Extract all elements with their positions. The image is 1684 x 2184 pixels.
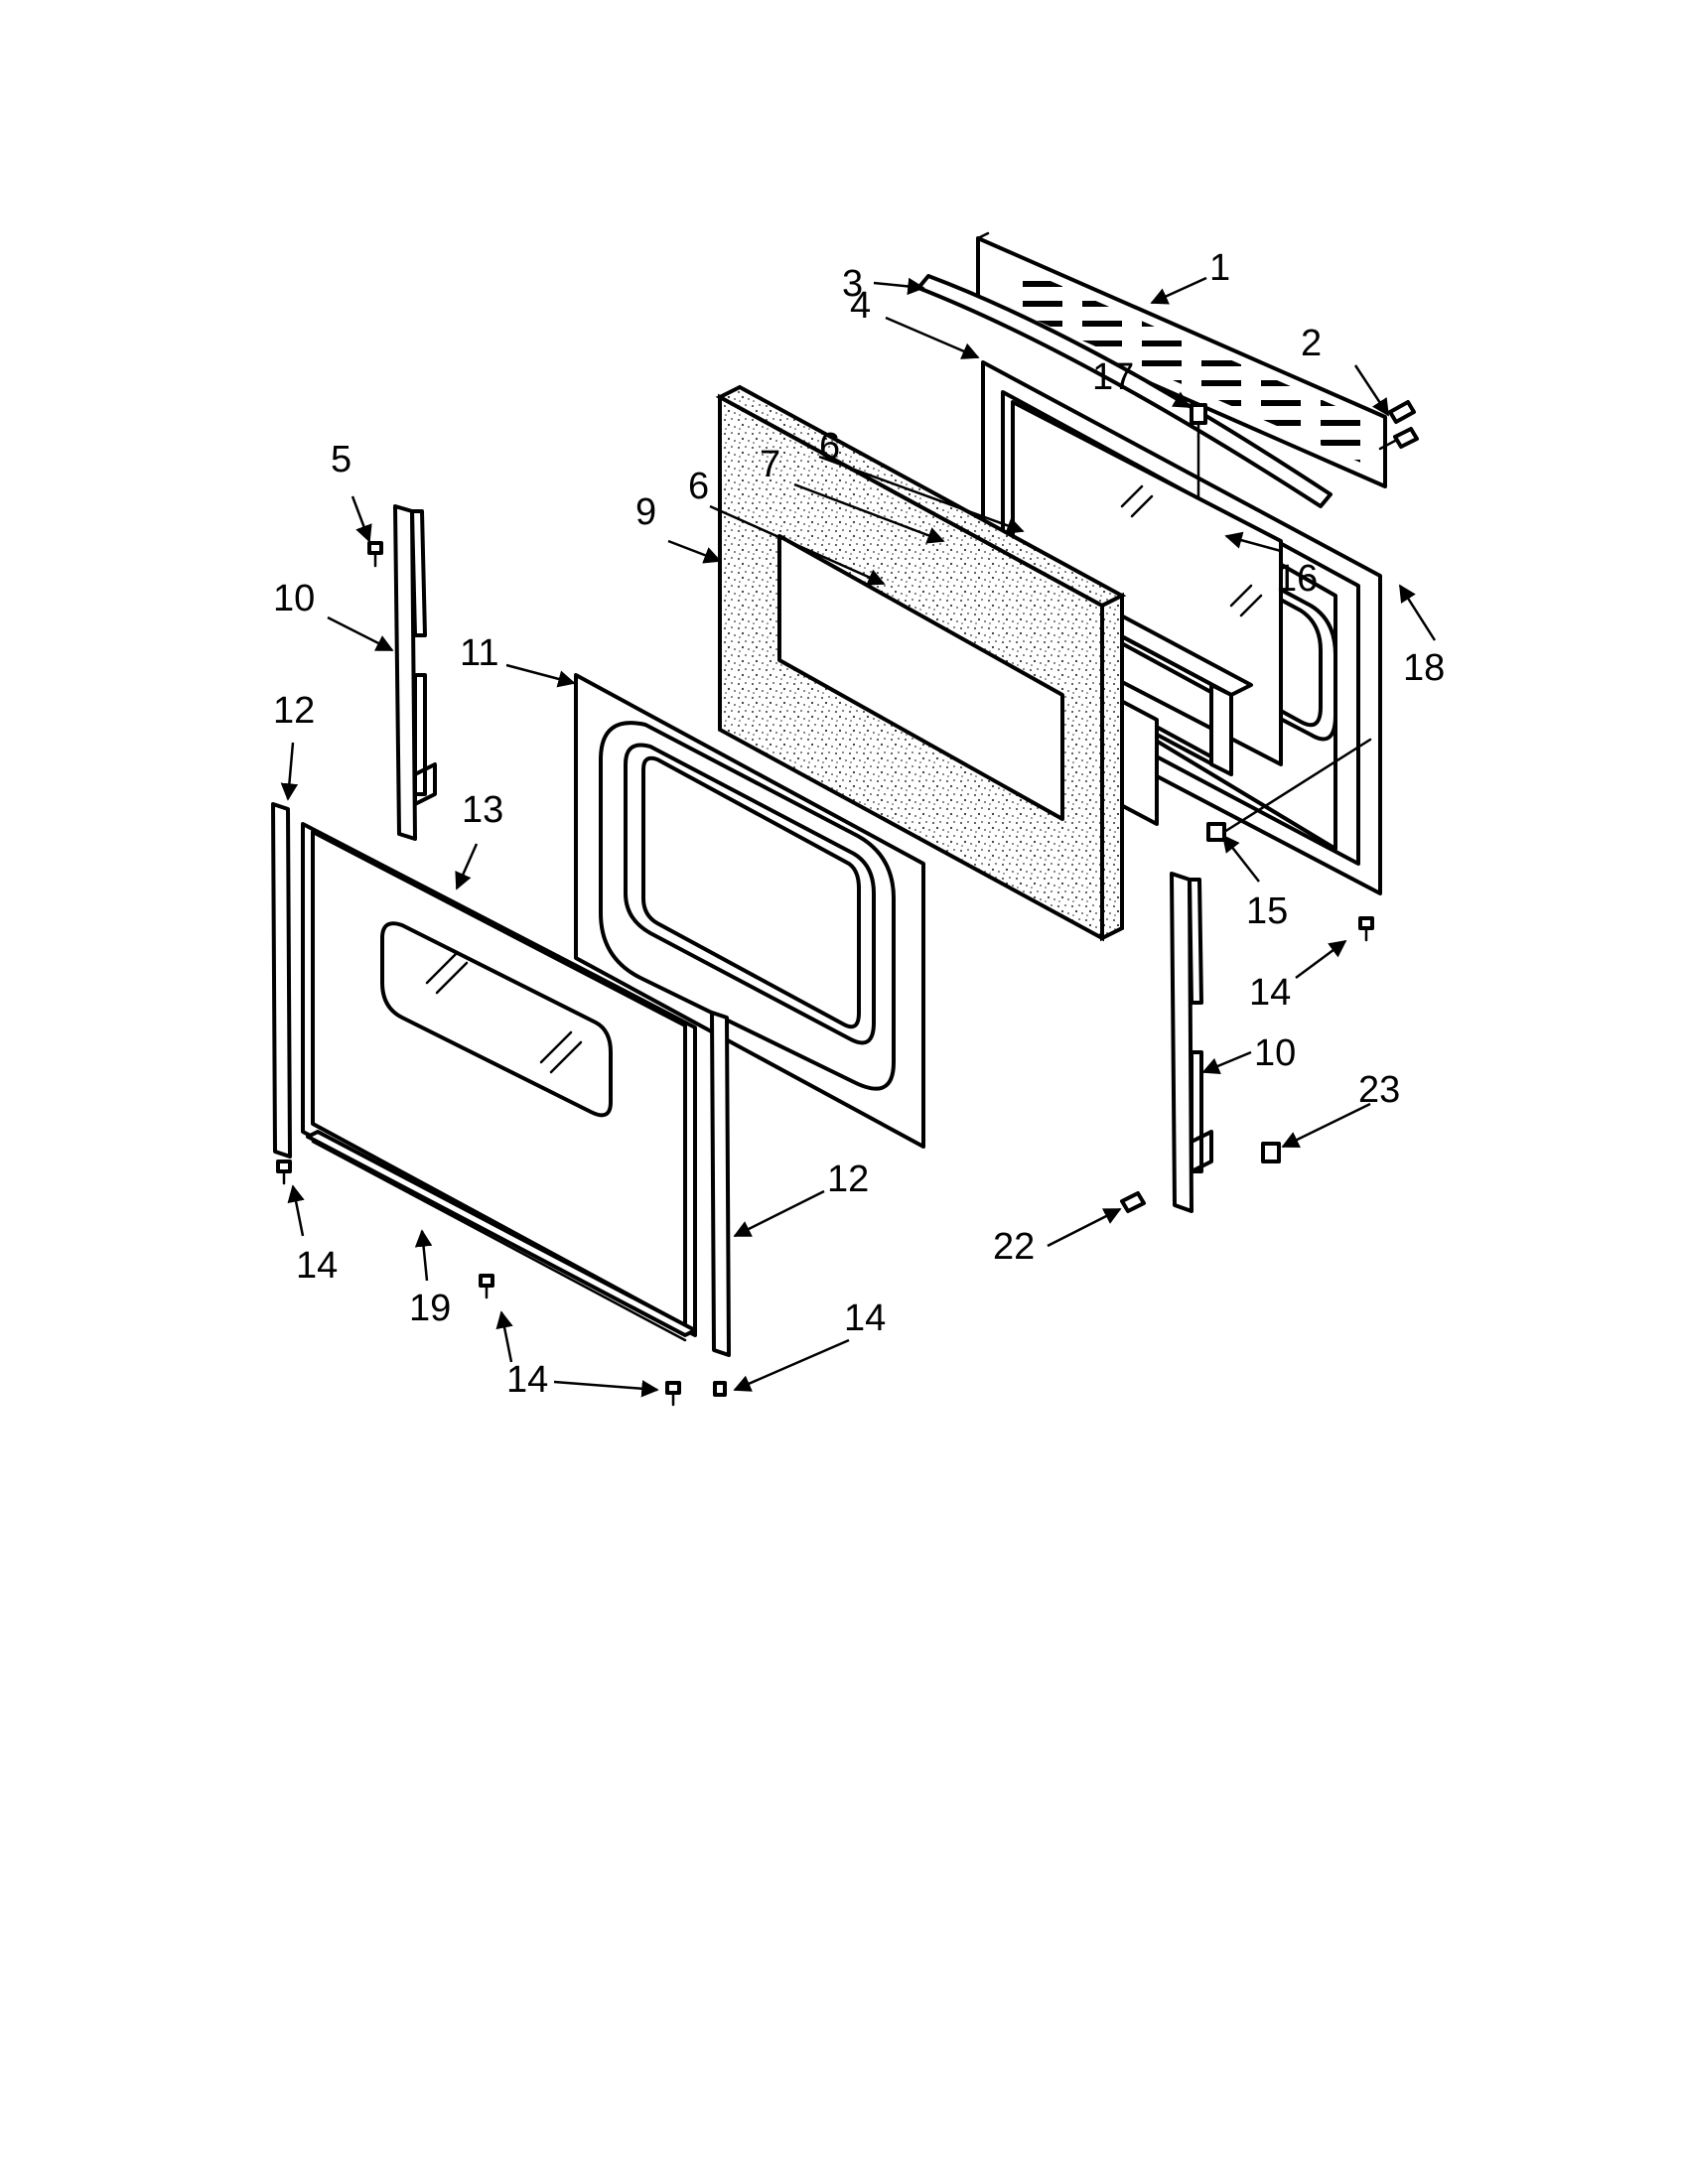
part-19-bottom-trim [306,1130,697,1342]
callout-7: 7 [760,444,780,485]
part-12-left-side-trim [271,802,292,1159]
callout-19: 19 [409,1288,451,1329]
part-2-screw [1378,427,1419,451]
part-18-screw [1388,400,1416,424]
callout-1: 1 [1209,247,1230,289]
part-22-screw [1120,1191,1146,1213]
callout-6-front: 6 [688,466,709,507]
part-11-inner-panel [574,673,925,1149]
callout-5: 5 [331,439,351,480]
callout-2: 2 [1301,323,1322,364]
leader-lines [280,276,1437,1398]
callout-15: 15 [1246,890,1288,932]
part-14-screw-liner [1358,916,1374,942]
callout-13: 13 [462,789,503,831]
part-14-screw-left [276,1160,292,1185]
callout-17: 17 [1092,356,1134,398]
callout-14-liner: 14 [1249,972,1291,1014]
callout-10-right: 10 [1254,1032,1296,1074]
callout-12-right: 12 [827,1159,869,1200]
part-14-screw-bottom [665,1381,681,1407]
part-12-right-side-trim [710,1011,731,1357]
callout-10-left: 10 [273,578,315,619]
part-14-screw-middle [479,1274,494,1299]
callout-16: 16 [1276,558,1318,600]
part-23-clip [1261,1142,1281,1163]
part-14-screw-right-bottom [713,1381,727,1397]
callout-4: 4 [850,285,871,327]
callout-labels: 1 2 3 4 17 5 6 7 6 9 10 11 16 18 12 13 1… [273,247,1445,1401]
callout-14-bottom: 14 [506,1359,548,1401]
callout-14-left: 14 [296,1245,338,1287]
callout-11: 11 [460,632,498,674]
callout-9: 9 [635,491,656,533]
part-3-handle [916,274,1333,508]
callout-18: 18 [1403,647,1445,689]
callout-14-right: 14 [844,1297,886,1339]
part-17-screw [1190,403,1207,439]
callout-12-left: 12 [273,690,315,732]
part-9-insulation [715,384,1127,942]
part-15-clip [1206,738,1372,842]
part-5-screw [367,541,383,568]
callout-23: 23 [1358,1069,1400,1111]
part-10-right-hinge [1170,872,1213,1213]
callout-22: 22 [993,1226,1035,1268]
part-1-vent-trim [976,231,1387,488]
part-10-left-hinge [393,504,437,841]
callout-6-rear: 6 [819,426,840,468]
callout-3: 3 [842,263,863,305]
